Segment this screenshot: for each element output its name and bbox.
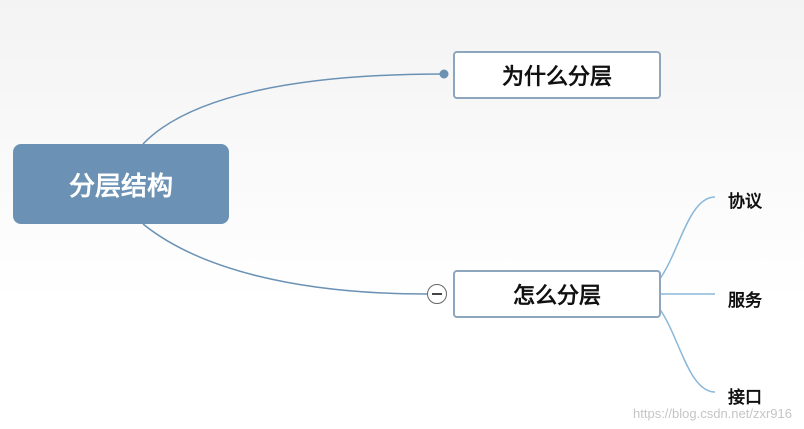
- collapse-icon[interactable]: [427, 284, 447, 304]
- leaf-node-protocol[interactable]: 协议: [728, 192, 762, 212]
- branch-node-why[interactable]: 为什么分层: [453, 51, 661, 99]
- edge-root-to-why: [142, 73, 445, 145]
- edge-root-to-how: [142, 223, 428, 295]
- leaf-node-service[interactable]: 服务: [728, 291, 762, 311]
- root-node[interactable]: 分层结构: [13, 144, 229, 224]
- edge-end-dot: [439, 69, 449, 79]
- branch-node-how[interactable]: 怎么分层: [453, 270, 661, 318]
- watermark: https://blog.csdn.net/zxr916: [633, 406, 792, 421]
- leaf-node-interface[interactable]: 接口: [728, 388, 762, 408]
